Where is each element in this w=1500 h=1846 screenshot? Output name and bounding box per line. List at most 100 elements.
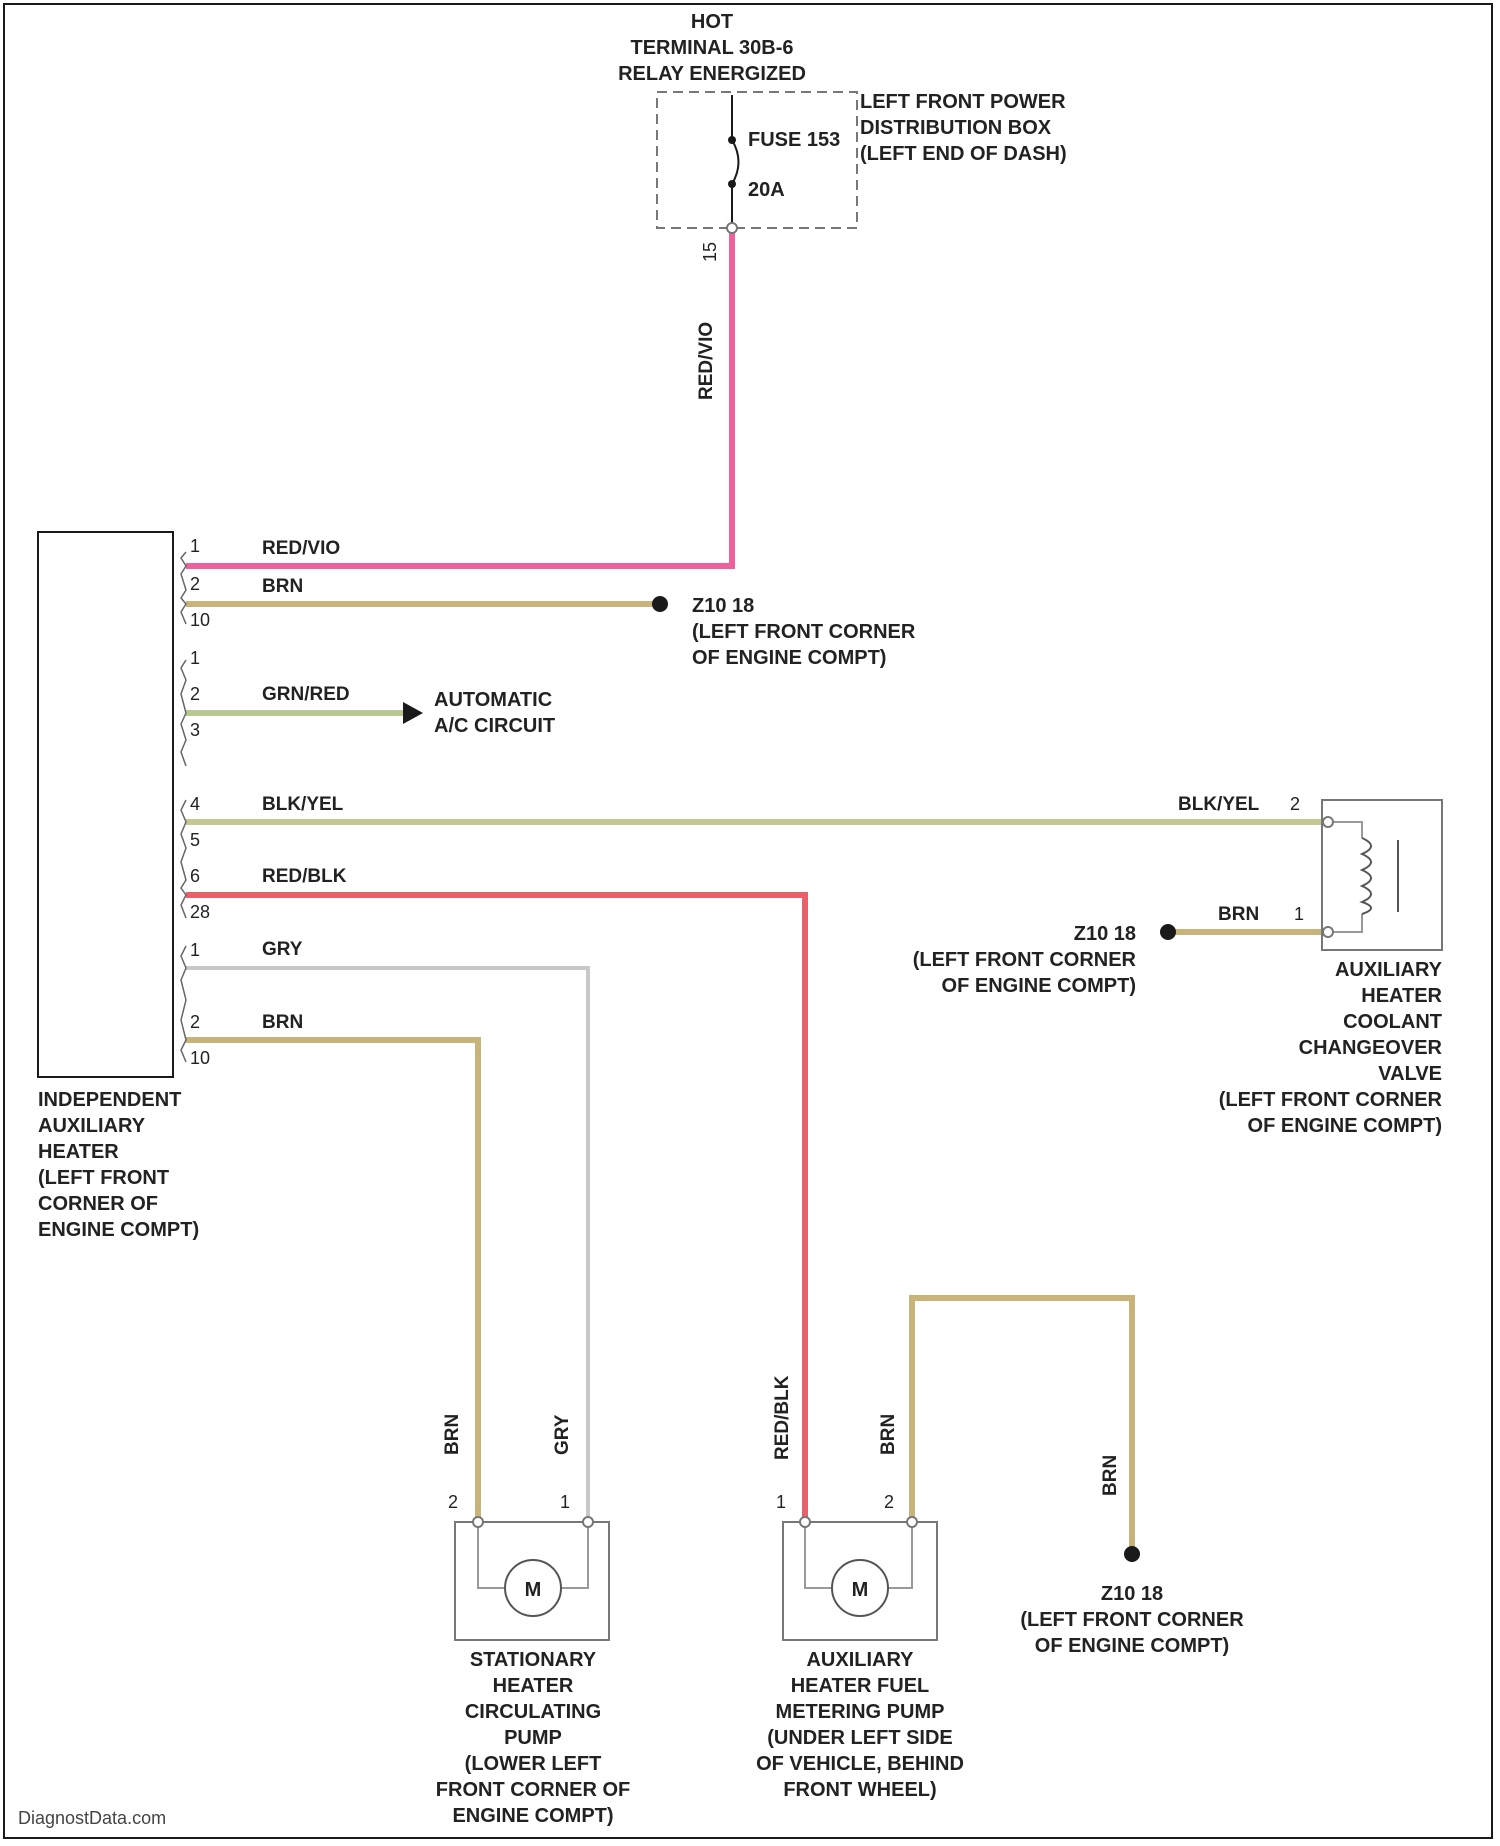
hot-label: HOT: [691, 11, 733, 33]
label-brn-top: BRN: [262, 576, 303, 597]
fuse-element: [732, 140, 739, 184]
conn4-pin-2: 2: [190, 1012, 200, 1032]
valve-ground-line2: (LEFT FRONT CORNER: [913, 949, 1137, 971]
circulating-pump: BRN GRY 2 1 M STATIONARY HEATER CIRCULAT…: [436, 1414, 630, 1827]
fuel-pump-label-line3: METERING PUMP: [776, 1701, 945, 1723]
circ-pump-motor-label: M: [525, 1579, 542, 1601]
ac-arrow-icon: [403, 702, 423, 724]
fuel-pump-red-blk-label: RED/BLK: [772, 1375, 793, 1460]
valve-label-line7: OF ENGINE COMPT): [1248, 1115, 1442, 1137]
ground-bottom-brn-label: BRN: [1100, 1455, 1121, 1496]
valve-terminal-1: [1323, 927, 1333, 937]
circ-pump-label-line4: PUMP: [504, 1727, 562, 1749]
fuel-pump-label-line5: OF VEHICLE, BEHIND: [756, 1753, 964, 1775]
wire-brn-circ-pump: [186, 1040, 478, 1520]
box-label-line2: DISTRIBUTION BOX: [860, 117, 1052, 139]
circ-pump-brn-label: BRN: [442, 1414, 463, 1455]
ground-top-line3: OF ENGINE COMPT): [692, 647, 886, 669]
conn3-pin-4: 4: [190, 794, 200, 814]
wire-red-blk: [186, 895, 805, 1520]
conn2-pin-1: 1: [190, 648, 200, 668]
wires: [186, 228, 1322, 1548]
fuse-out-pin: 15: [700, 242, 720, 262]
valve-pin-2: 2: [1290, 794, 1300, 814]
fuse-label: FUSE 153: [748, 129, 840, 151]
ac-line1: AUTOMATIC: [434, 689, 552, 711]
fuse-rating: 20A: [748, 179, 785, 201]
circ-pump-pin-2: 2: [448, 1492, 458, 1512]
conn4-pin-10: 10: [190, 1048, 210, 1068]
fuel-metering-pump: RED/BLK BRN 1 2 M AUXILIARY HEATER FUEL …: [756, 1375, 964, 1801]
red-vio-vertical-label: RED/VIO: [696, 322, 717, 400]
connector-4-bracket: [181, 946, 186, 1062]
conn2-pin-2: 2: [190, 684, 200, 704]
circ-pump-label-line2: HEATER: [493, 1675, 574, 1697]
ac-circuit: AUTOMATIC A/C CIRCUIT: [403, 689, 555, 737]
circ-pump-label-line1: STATIONARY: [470, 1649, 597, 1671]
label-blk-yel: BLK/YEL: [262, 794, 344, 815]
conn3-pin-5: 5: [190, 830, 200, 850]
relay-label: RELAY ENERGIZED: [618, 63, 806, 85]
valve-coil-icon: [1362, 838, 1371, 914]
fuel-pump-brn-label: BRN: [878, 1414, 899, 1455]
fuel-pump-motor-label: M: [852, 1579, 869, 1601]
ground-top-line1: Z10 18: [692, 595, 754, 617]
conn4-pin-1: 1: [190, 940, 200, 960]
valve-wire-bottom-label: BRN: [1218, 904, 1259, 925]
ground-bottom-line1: Z10 18: [1101, 1583, 1163, 1605]
label-gry: GRY: [262, 939, 303, 960]
heater-module-box: [38, 532, 173, 1077]
ground-top: Z10 18 (LEFT FRONT CORNER OF ENGINE COMP…: [652, 595, 916, 669]
valve-label-line1: AUXILIARY: [1335, 959, 1443, 981]
module-label-line1: INDEPENDENT: [38, 1089, 181, 1111]
valve-ground-line3: OF ENGINE COMPT): [942, 975, 1136, 997]
box-label-line3: (LEFT END OF DASH): [860, 143, 1067, 165]
fuel-pump-label-line6: FRONT WHEEL): [783, 1779, 936, 1801]
label-brn-module: BRN: [262, 1012, 303, 1033]
fuel-pump-label-line4: (UNDER LEFT SIDE: [767, 1727, 953, 1749]
wire-gry: [186, 968, 588, 1520]
valve-pin-1: 1: [1294, 904, 1304, 924]
credit-watermark: DiagnostData.com: [18, 1808, 166, 1829]
fuel-pump-label-line1: AUXILIARY: [806, 1649, 914, 1671]
connector-3-bracket: [181, 800, 186, 918]
valve-label-line4: CHANGEOVER: [1299, 1037, 1443, 1059]
fuel-pump-label-line2: HEATER FUEL: [791, 1675, 930, 1697]
valve-wire-top-label: BLK/YEL: [1178, 794, 1260, 815]
valve-label-line6: (LEFT FRONT CORNER: [1219, 1089, 1443, 1111]
label-grn-red: GRN/RED: [262, 684, 350, 705]
power-source: HOT TERMINAL 30B-6 RELAY ENERGIZED LEFT …: [618, 11, 1067, 400]
module-label-line4: (LEFT FRONT: [38, 1167, 169, 1189]
fuel-pump-pin-2: 2: [884, 1492, 894, 1512]
circ-pump-label-line6: FRONT CORNER OF: [436, 1779, 630, 1801]
circ-pump-pin-1: 1: [560, 1492, 570, 1512]
fuel-pump-terminal-2: [907, 1517, 917, 1527]
ground-top-line2: (LEFT FRONT CORNER: [692, 621, 916, 643]
fuse-terminal: [727, 223, 737, 233]
valve-label-line3: COOLANT: [1343, 1011, 1442, 1033]
valve-label-line5: VALVE: [1378, 1063, 1442, 1085]
ground-top-dot: [652, 596, 668, 612]
fuel-pump-terminal-1: [800, 1517, 810, 1527]
valve-terminal-2: [1323, 817, 1333, 827]
module-label-line5: CORNER OF: [38, 1193, 158, 1215]
connector-2-bracket: [181, 660, 186, 766]
ground-bottom-line2: (LEFT FRONT CORNER: [1020, 1609, 1244, 1631]
valve-ground-dot: [1160, 924, 1176, 940]
distribution-box-outline: [657, 92, 857, 228]
circ-pump-terminal-2: [473, 1517, 483, 1527]
label-red-blk: RED/BLK: [262, 866, 347, 887]
ground-bottom-dot: [1124, 1546, 1140, 1562]
module-label-line6: ENGINE COMPT): [38, 1219, 199, 1241]
wire-brn-fuel-pump: [912, 1298, 1132, 1548]
conn3-pin-28: 28: [190, 902, 210, 922]
conn1-pin-10: 10: [190, 610, 210, 630]
wire-red-vio: [186, 228, 732, 566]
conn3-pin-6: 6: [190, 866, 200, 886]
module-label-line2: AUXILIARY: [38, 1115, 146, 1137]
connector-1-bracket: [181, 552, 186, 624]
terminal-label: TERMINAL 30B-6: [631, 37, 794, 59]
terminal-markers: [473, 223, 1333, 1527]
fuel-pump-pin-1: 1: [776, 1492, 786, 1512]
